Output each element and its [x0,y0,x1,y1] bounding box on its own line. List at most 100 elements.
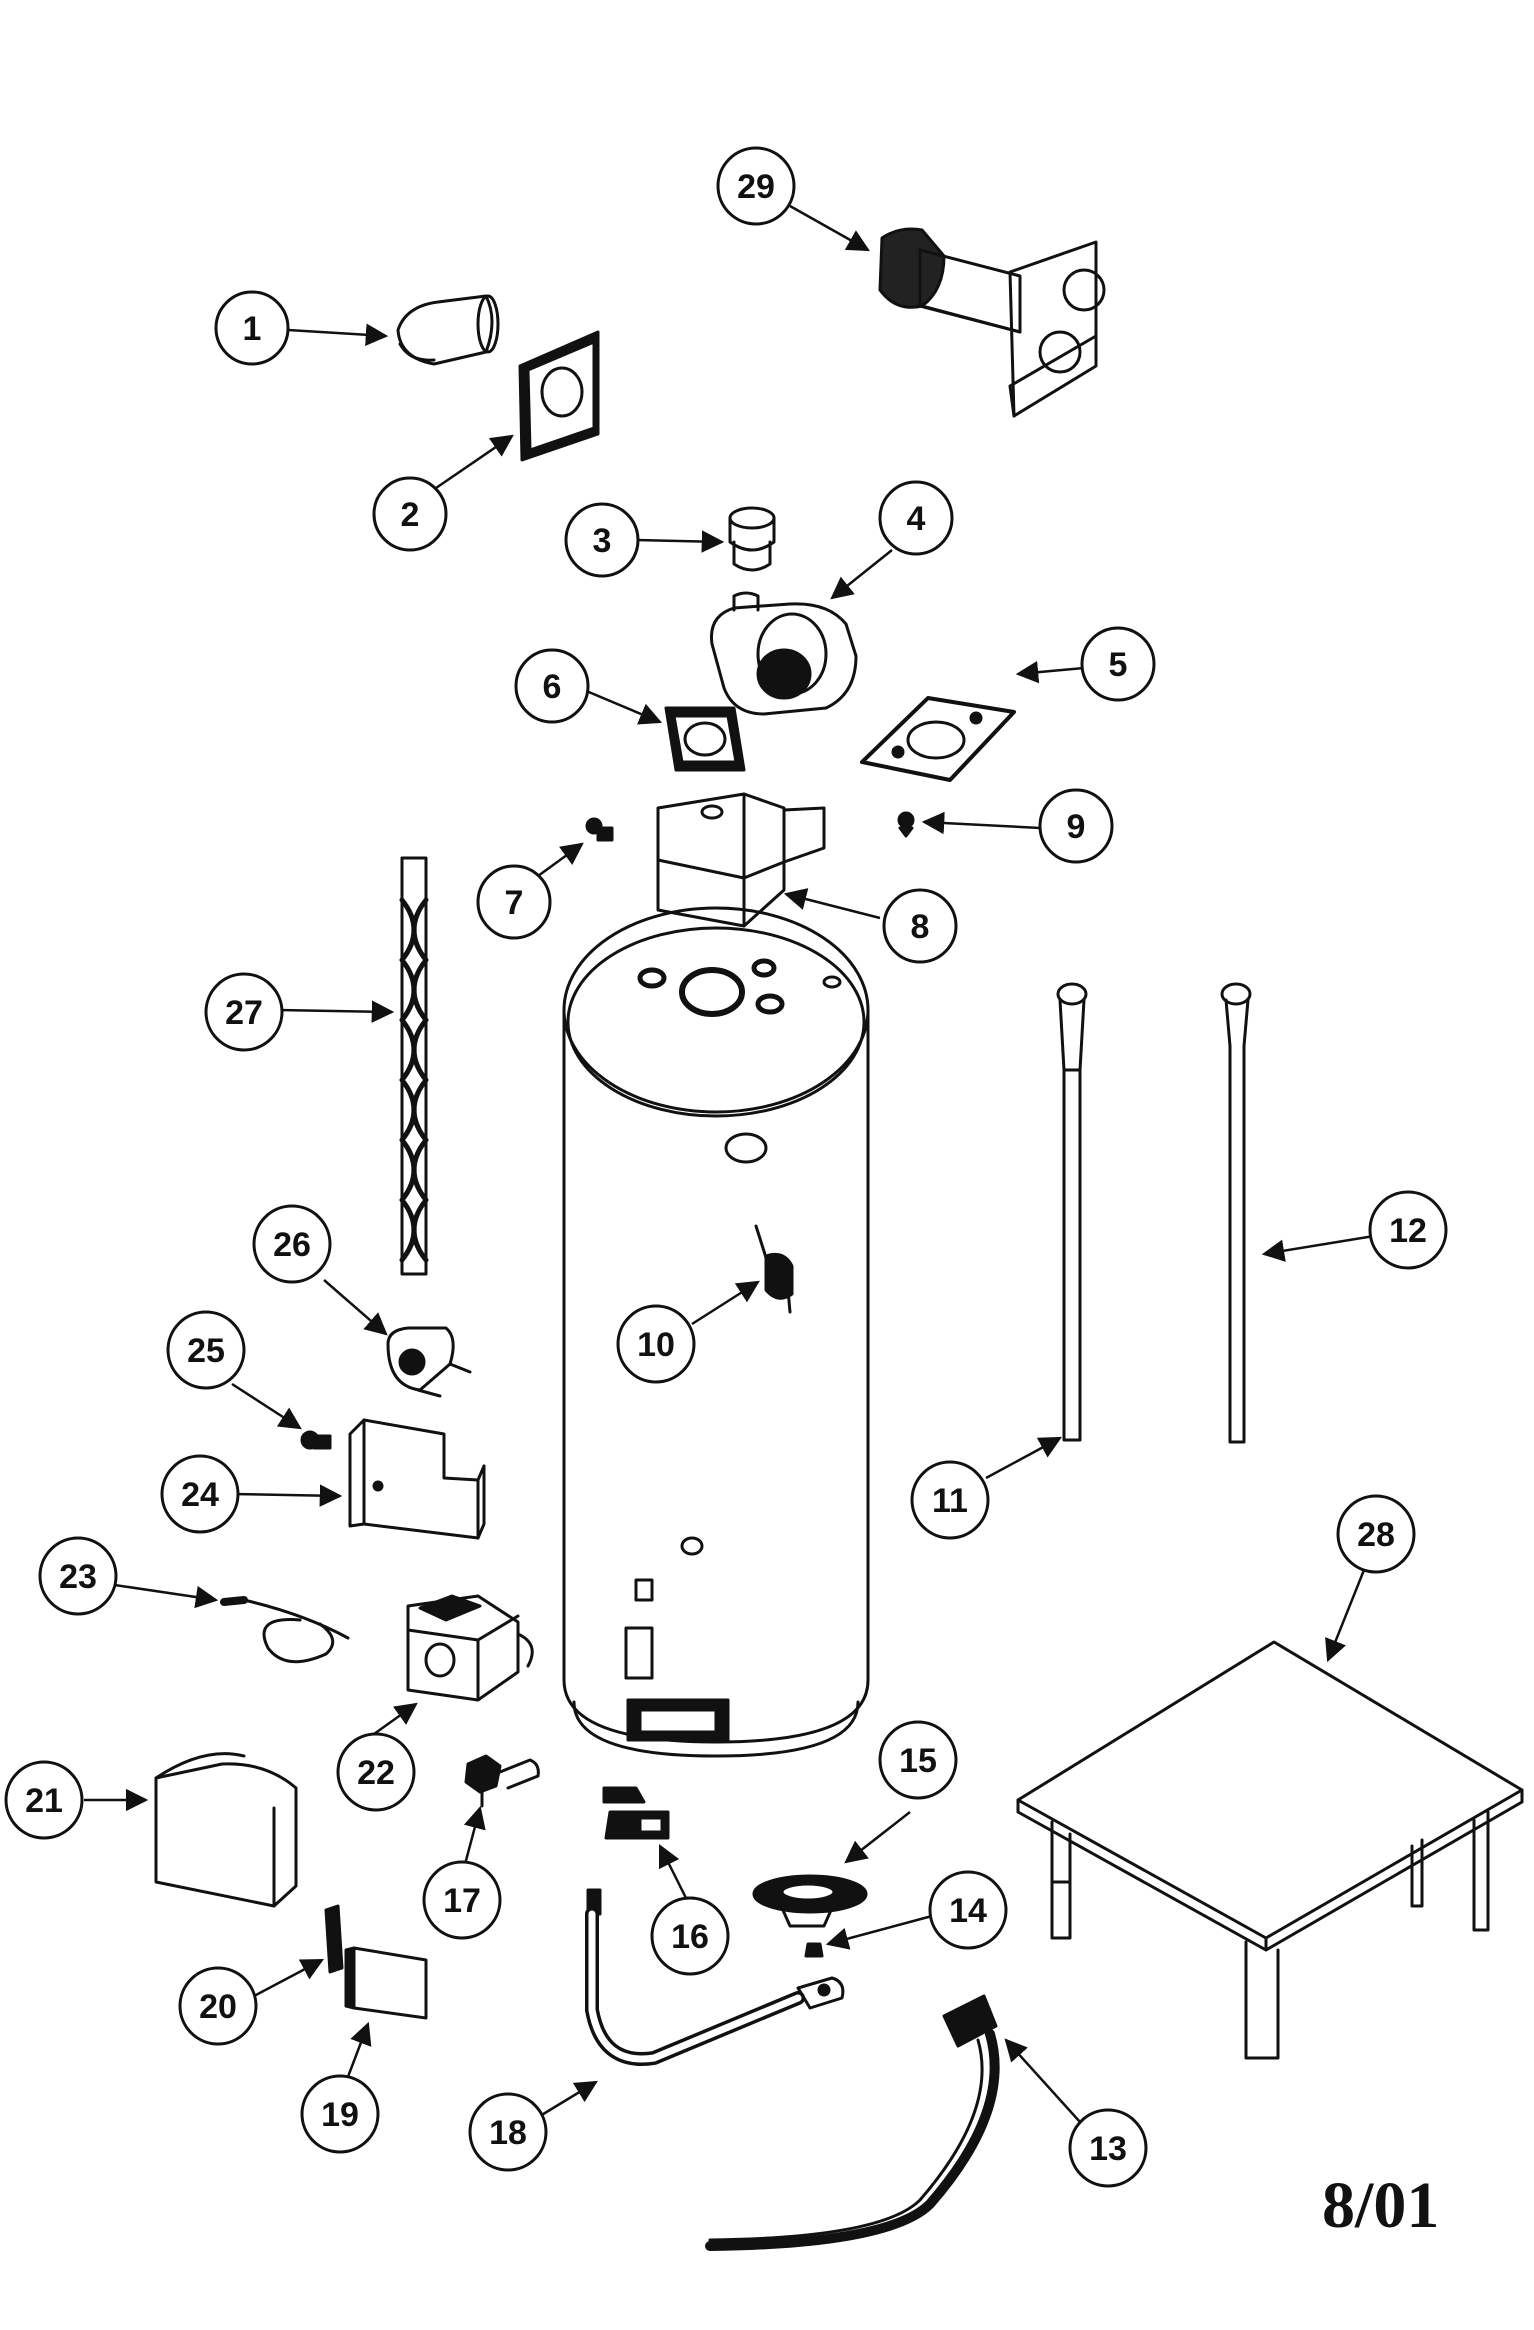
leader-28 [1325,1569,1366,1663]
svg-text:7: 7 [505,884,524,922]
svg-text:9: 9 [1067,808,1086,846]
svg-text:23: 23 [59,1558,97,1596]
igniter-plate-part [344,1946,428,2020]
junction-box-part [656,792,826,928]
bushing-part [728,506,776,572]
leader-3 [635,530,725,553]
svg-text:5: 5 [1109,646,1128,684]
svg-text:17: 17 [443,1882,481,1920]
svg-text:1: 1 [243,310,262,348]
vent-gasket-part [518,330,600,462]
leader-17 [462,1805,486,1869]
svg-text:18: 18 [489,2114,527,2152]
callout-10: 10 [616,1304,696,1384]
svg-text:3: 3 [593,522,612,560]
leader-2 [435,434,514,490]
anode-rod-part-11 [1056,982,1088,1442]
leader-10 [691,1280,760,1326]
blower-gasket-part [664,706,746,772]
igniter-bracket-part [324,1904,344,1974]
manifold-tube-part [585,1888,845,2066]
svg-text:4: 4 [907,500,926,538]
anode-rod-part-12 [1220,982,1252,1444]
temperature-sensor-part [754,1224,794,1314]
leader-19 [344,2021,372,2083]
pilot-assembly-part [705,1994,1000,2251]
callout-22: 22 [336,1732,416,1812]
blower-assembly-part [709,591,858,716]
callout-14: 14 [928,1870,1008,1950]
callout-6: 6 [514,648,590,724]
leader-20 [253,1958,324,1998]
drain-valve-part [464,1754,540,1808]
svg-text:11: 11 [932,1482,968,1520]
callout-16: 16 [650,1896,730,1976]
leader-14 [825,1914,933,1950]
svg-text:24: 24 [181,1476,219,1514]
svg-text:14: 14 [949,1892,987,1930]
callout-29: 29 [716,146,796,226]
callout-3: 3 [564,502,640,578]
svg-text:28: 28 [1357,1516,1395,1554]
callout-23: 23 [38,1536,118,1616]
svg-text:15: 15 [899,1742,937,1780]
leader-9 [921,811,1041,835]
callout-8: 8 [882,888,958,964]
svg-text:27: 27 [225,994,263,1032]
vent-terminal-part [878,227,1106,418]
blower-mounting-plate-part [860,696,1016,782]
leader-16 [658,1843,692,1907]
svg-text:25: 25 [187,1332,225,1370]
callout-27: 27 [204,972,284,1052]
leader-29 [789,204,870,252]
water-heater-stand-part [1016,1640,1524,2060]
callout-25: 25 [166,1310,246,1390]
callout-4: 4 [878,480,954,556]
svg-text:20: 20 [199,1988,237,2026]
leader-18 [539,2080,598,2118]
callout-1: 1 [214,290,290,366]
callout-13: 13 [1068,2108,1148,2188]
wire-harness-part [220,1596,350,1664]
svg-text:8: 8 [911,908,930,946]
leader-22 [373,1702,418,1736]
callout-15: 15 [878,1720,958,1800]
screw-part-25 [300,1430,332,1450]
leader-11 [985,1436,1062,1480]
leader-12 [1261,1234,1375,1262]
svg-text:26: 26 [273,1226,311,1264]
leader-23 [107,1582,219,1609]
callout-18: 18 [468,2092,548,2172]
callout-21: 21 [4,1760,84,1840]
svg-text:29: 29 [737,168,775,206]
pressure-switch-part [386,1326,472,1398]
orifice-part [804,1942,824,1958]
leader-1 [287,323,389,346]
callout-19: 19 [300,2074,380,2154]
callout-17: 17 [422,1860,502,1940]
mounting-bracket-part [348,1418,486,1540]
leader-6 [583,688,663,725]
svg-text:12: 12 [1389,1212,1427,1250]
callout-5: 5 [1080,626,1156,702]
callout-9: 9 [1038,788,1114,864]
svg-text:6: 6 [543,668,562,706]
callout-7: 7 [476,864,552,940]
revision-date-code: 8/01 [1322,2169,1440,2242]
water-heater-tank [562,906,870,1758]
svg-text:22: 22 [357,1754,395,1792]
leader-27 [277,1000,395,1023]
burner-bracket-part [602,1786,670,1840]
leader-15 [844,1811,911,1864]
svg-text:13: 13 [1089,2130,1127,2168]
callout-20: 20 [178,1966,258,2046]
svg-text:2: 2 [401,496,420,534]
gas-control-valve-part [406,1594,534,1702]
leader-13 [1004,2038,1081,2123]
svg-text:10: 10 [637,1326,675,1364]
svg-text:19: 19 [321,2096,359,2134]
callout-24: 24 [160,1454,240,1534]
svg-text:21: 21 [25,1782,63,1820]
leader-4 [830,549,893,600]
